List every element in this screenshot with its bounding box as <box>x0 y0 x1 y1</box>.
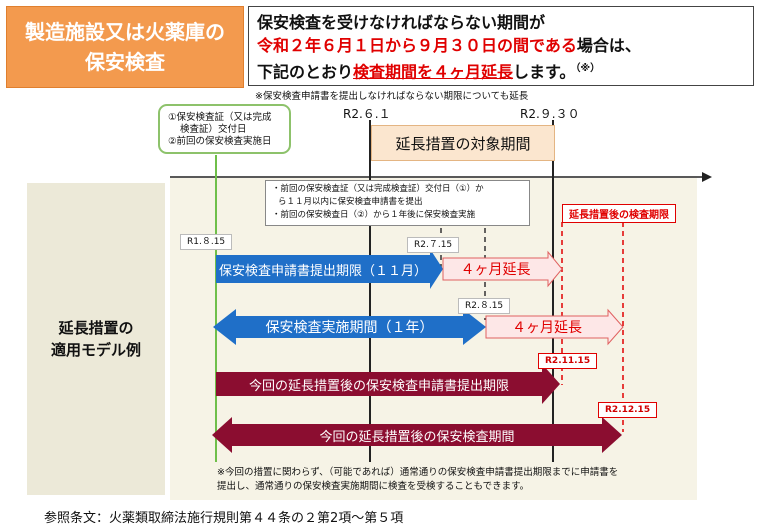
arrow-2-ext <box>485 308 624 346</box>
date-r2-12: R2.12.15 <box>598 402 658 418</box>
title-line1: 製造施設又は火薬庫の <box>25 20 225 44</box>
date-r2-11: R2.11.15 <box>538 353 598 369</box>
date-r1: R1.８.15 <box>180 234 233 250</box>
notice-line3-head: 下記のとおり <box>257 62 354 82</box>
model-label: 延長措置の 適用モデル例 <box>27 183 165 495</box>
footnote-line1: ※今回の措置に関わらず、（可能であれば）通常通りの保安検査申請書提出期限までに申… <box>217 467 619 478</box>
footnote-line2: 提出し、通常通りの保安検査実施期間に検査を受検することもできます。 <box>217 481 530 492</box>
arrow-3 <box>216 364 560 404</box>
notice-line2: 令和２年６月１日から９月３０日の間である場合は、 <box>257 34 745 57</box>
reference-date-box: ①保安検査証（又は完成 検査証）交付日 ②前回の保安検査実施日 <box>158 104 291 154</box>
arrow-3-label: 今回の延長措置後の保安検査申請書提出期限 <box>248 378 509 394</box>
notice-box: 保安検査を受けなければならない期間が 令和２年６月１日から９月３０日の間である場… <box>248 6 754 86</box>
notice-line3-tail: します。 <box>513 62 576 82</box>
notice-period: 令和２年６月１日から９月３０日の間である <box>257 36 577 55</box>
green-line1: ①保安検査証（又は完成 <box>168 112 272 123</box>
after-deadline-label: 延長措置後の検査期限 <box>562 204 676 223</box>
timeline-arrowhead <box>702 172 712 182</box>
info-line3: ・前回の保安検査日（②）から１年後に保安検査実施 <box>272 210 476 220</box>
info-line2: ら１１月以内に保安検査申請書を提出 <box>278 197 423 207</box>
title-line2: 保安検査 <box>85 50 165 74</box>
model-label-line1: 延長措置の <box>58 319 134 337</box>
date-r2-8: R2.８.15 <box>458 298 511 314</box>
date-r2-7: R2.７.15 <box>407 237 460 253</box>
info-line1: ・前回の保安検査証（又は完成検査証）交付日（①）か <box>272 184 484 194</box>
arrow-2 <box>213 309 486 345</box>
date-start: R2.６.１ <box>343 107 391 121</box>
footnote: ※今回の措置に関わらず、（可能であれば）通常通りの保安検査申請書提出期限までに申… <box>217 466 697 494</box>
notice-line1: 保安検査を受けなければならない期間が <box>257 13 546 32</box>
arrow-1 <box>216 249 443 289</box>
notice-line2-tail: 場合は、 <box>576 36 641 55</box>
arrow-1-ext-label: ４ヶ月延長 <box>460 262 531 278</box>
date-end: R2.９.３０ <box>520 107 580 121</box>
info-box: ・前回の保安検査証（又は完成検査証）交付日（①）か ら１１月以内に保安検査申請書… <box>265 180 530 226</box>
arrow-1-label: 保安検査申請書提出期限（１１月） <box>218 263 427 279</box>
arrow-4 <box>212 417 622 453</box>
arrow-1-ext <box>442 250 563 288</box>
arrow-4-label: 今回の延長措置後の保安検査期間 <box>319 429 515 445</box>
top-note: ※保安検査申請書を提出しなければならない期限についても延長 <box>255 91 529 102</box>
green-line3: ②前回の保安検査実施日 <box>168 136 272 147</box>
notice-line3: 下記のとおり検査期間を４ヶ月延長します。（※） <box>257 57 745 83</box>
period-box: 延長措置の対象期間 <box>371 125 555 161</box>
reference-text: 参照条文：火薬類取締法施行規則第４４条の２第2項～第５項 <box>44 511 404 526</box>
notice-extension: 検査期間を４ヶ月延長 <box>353 62 514 82</box>
arrow-2-ext-label: ４ヶ月延長 <box>512 320 582 336</box>
title-box: 製造施設又は火薬庫の 保安検査 <box>6 6 244 88</box>
model-label-line2: 適用モデル例 <box>50 341 141 359</box>
green-line2: 検査証）交付日 <box>180 124 247 135</box>
arrow-2-label: 保安検査実施期間（１年） <box>265 320 434 336</box>
notice-mark: （※） <box>575 63 601 74</box>
